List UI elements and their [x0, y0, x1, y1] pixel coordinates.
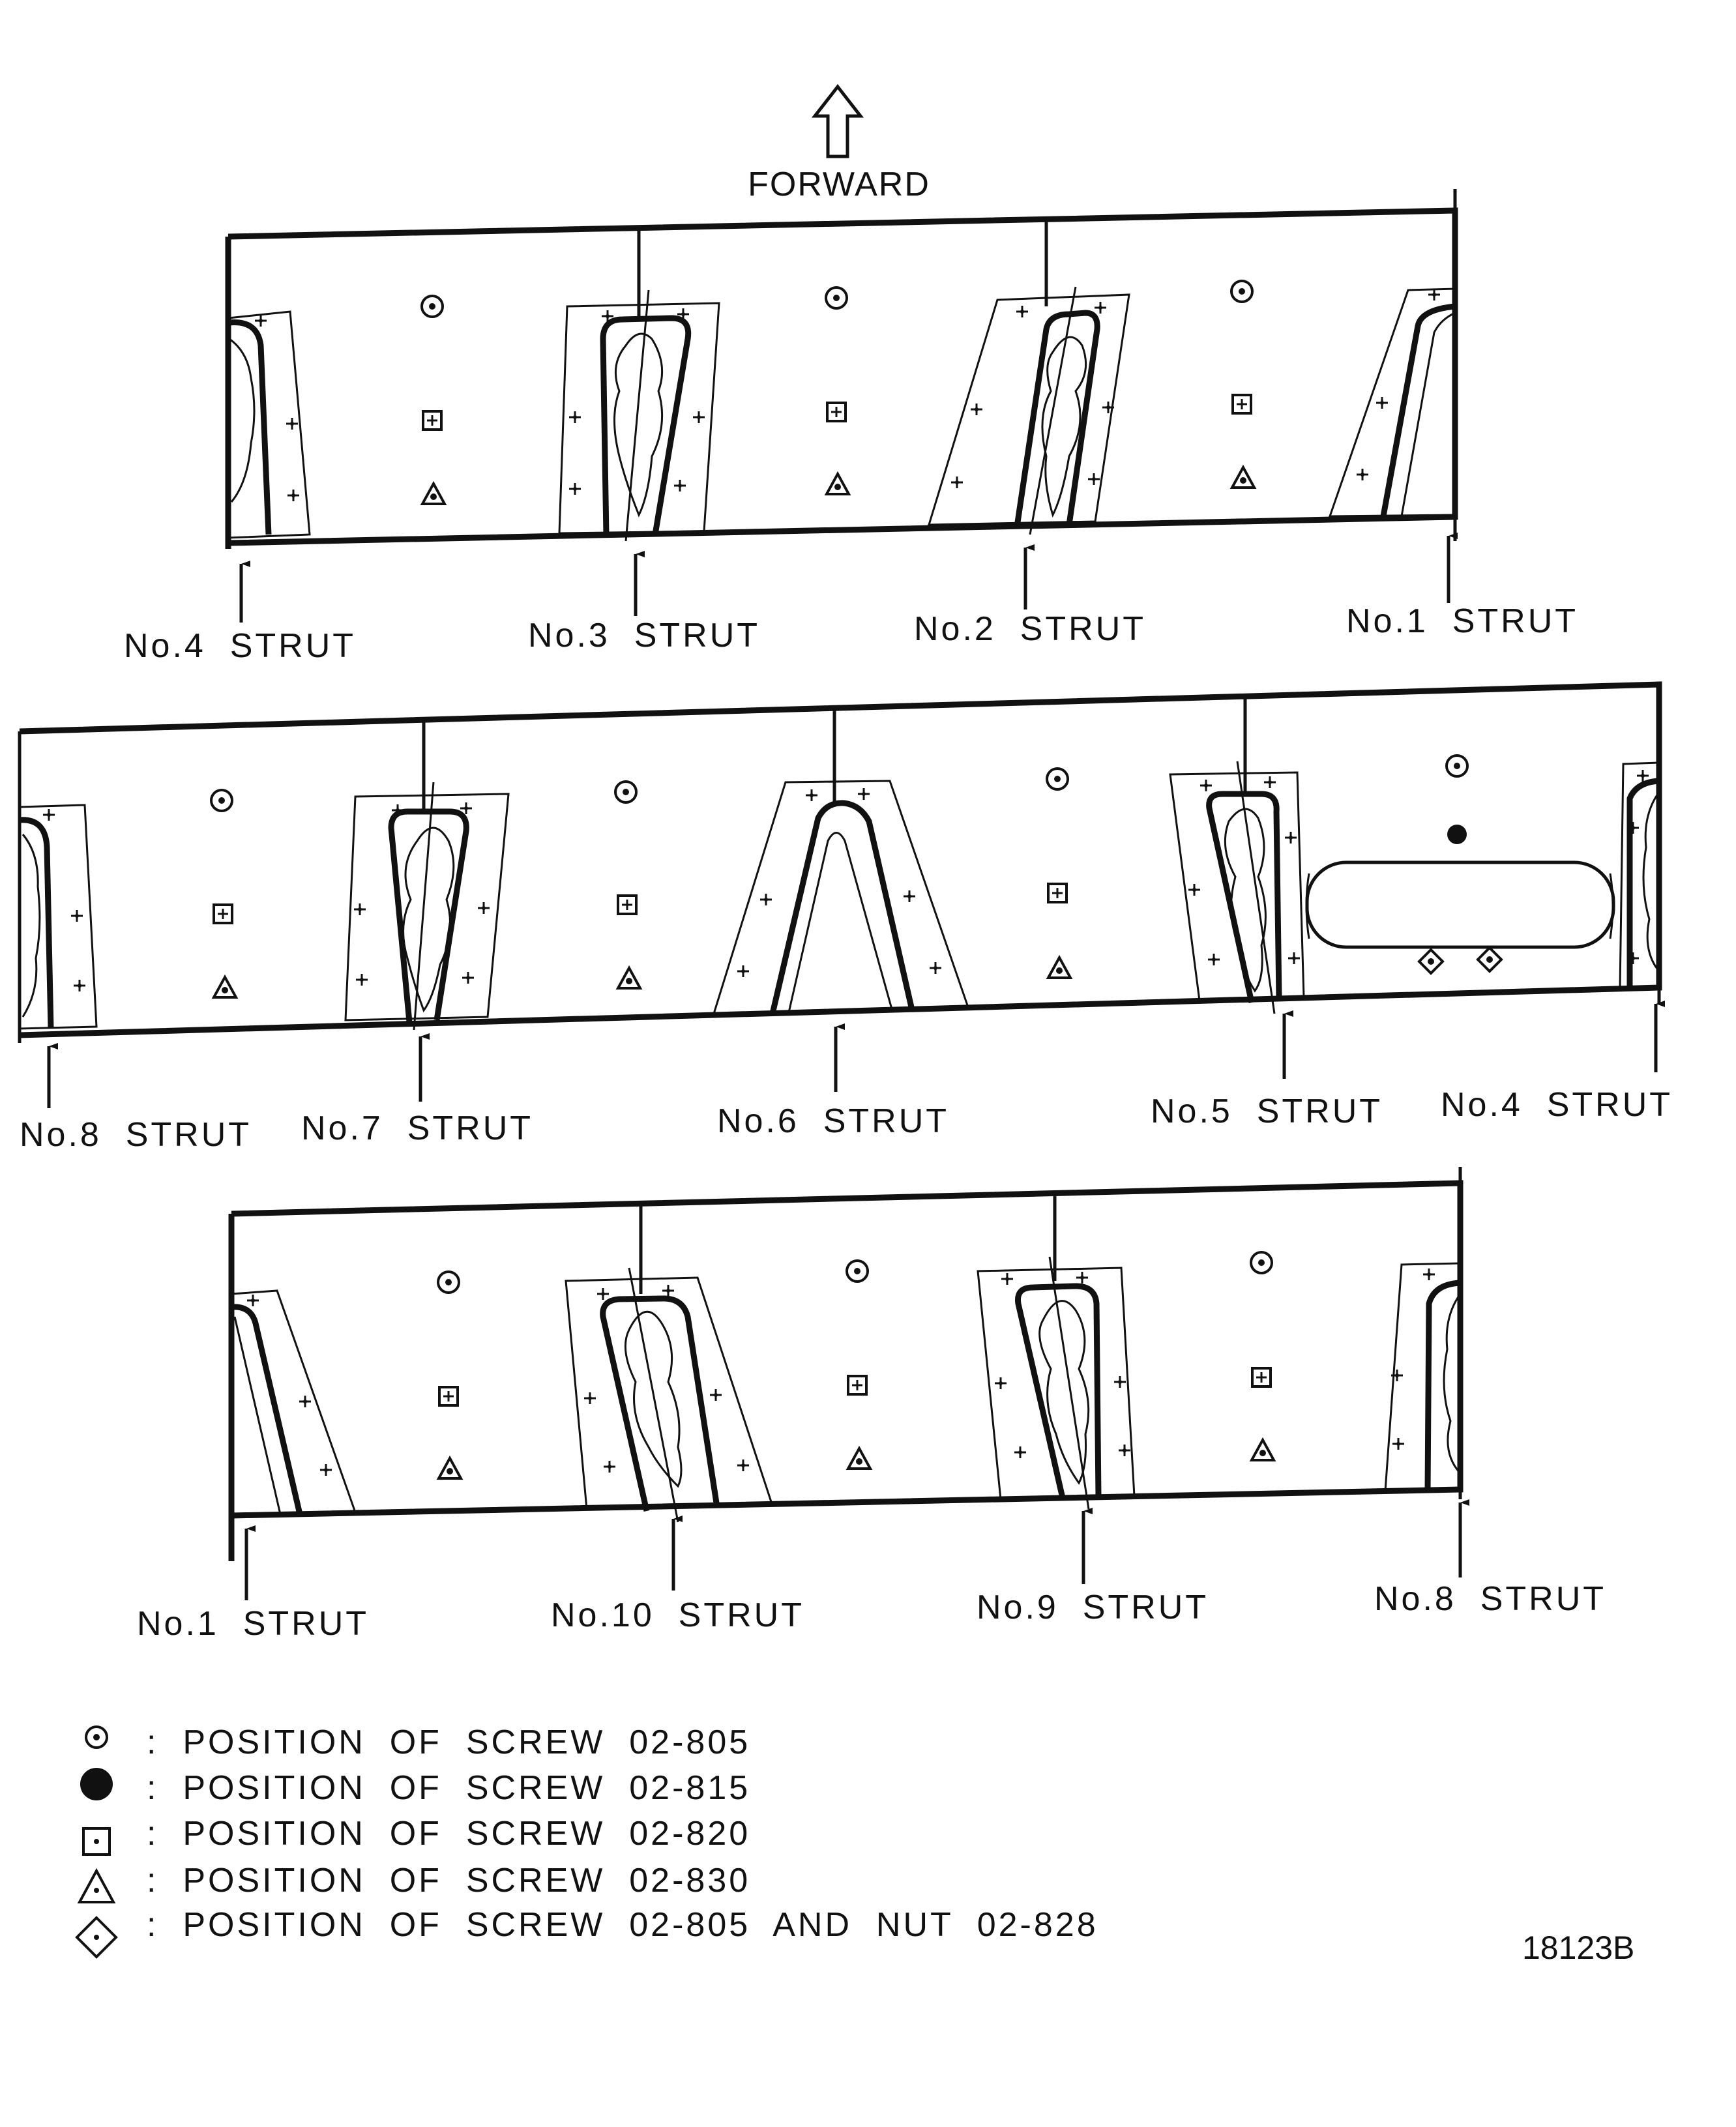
strut-label: No.1 STRUT: [137, 1605, 369, 1643]
screw-02-820-marker: [617, 894, 638, 915]
screw-02-830-marker: [1250, 1439, 1275, 1461]
screw-02-820-marker: [213, 903, 233, 924]
screw-02-830-marker: [617, 967, 641, 990]
strut-label: No.2 STRUT: [914, 610, 1146, 648]
panel-3: No.1 STRUT No.10 STRUT No.9 STRUT No.8 S…: [137, 1167, 1606, 1643]
screw-02-830-marker: [437, 1457, 462, 1480]
diamond-dot-icon: [75, 1916, 118, 1959]
panel-2: No.8 STRUT No.7 STRUT No.6 STRUT No.5 ST…: [18, 681, 1673, 1154]
screw-02-820-marker: [438, 1386, 459, 1407]
legend-item: : POSITION OF SCREW 02-815: [80, 1768, 750, 1807]
square-dot-icon: [82, 1827, 111, 1856]
screw-02-820-marker: [847, 1375, 868, 1396]
strut-label: No.6 STRUT: [717, 1102, 949, 1140]
strut-label: No.8 STRUT: [20, 1116, 252, 1154]
strut-10-fitting: [565, 1267, 774, 1523]
screw-02-805-marker: [1230, 280, 1254, 303]
screw-02-805-marker: [1046, 767, 1069, 791]
strut-8-fitting: [1384, 1262, 1462, 1492]
screw-02-805-marker: [1250, 1251, 1273, 1274]
panel-1: No.4 STRUT No.3 STRUT No.2 STRUT No.1 ST…: [124, 189, 1578, 665]
screw-02-830-marker: [847, 1447, 872, 1470]
strut-label: No.9 STRUT: [977, 1589, 1209, 1626]
access-panel-cutout: [1305, 860, 1615, 949]
screw-02-805-marker: [846, 1259, 869, 1283]
strut-5-fitting: [1169, 761, 1305, 1014]
forward-label: FORWARD: [748, 166, 930, 203]
strut-9-fitting: [977, 1256, 1136, 1510]
strut-label: No.10 STRUT: [551, 1596, 804, 1634]
screw-02-805-marker: [825, 286, 848, 310]
screw-02-805-nut-02-828-marker: [1418, 948, 1444, 975]
strut-label: No.5 STRUT: [1151, 1093, 1383, 1130]
screw-02-820-marker: [1231, 394, 1252, 415]
screw-02-830-marker: [1231, 466, 1256, 489]
strut-1-fitting: [1328, 287, 1456, 518]
filled-circle-icon: [80, 1768, 113, 1800]
strut-3-fitting: [558, 289, 720, 542]
legend-label: : POSITION OF SCREW 02-805: [147, 1724, 750, 1761]
screw-02-820-marker: [1251, 1367, 1272, 1388]
legend-item: : POSITION OF SCREW 02-805 AND NUT 02-82…: [75, 1906, 1098, 1959]
circle-dot-icon: [85, 1725, 108, 1749]
strut-8-fitting: [18, 804, 98, 1030]
screw-02-820-marker: [422, 410, 443, 431]
legend-label: : POSITION OF SCREW 02-820: [147, 1815, 750, 1853]
strut-label: No.8 STRUT: [1374, 1580, 1606, 1618]
screw-02-805-marker: [437, 1270, 460, 1294]
strut-label: No.4 STRUT: [124, 627, 356, 665]
legend-label: : POSITION OF SCREW 02-815: [147, 1769, 750, 1807]
screw-02-805-nut-02-828-marker: [1477, 946, 1503, 973]
screw-02-830-marker: [213, 976, 237, 999]
triangle-dot-icon: [77, 1868, 116, 1903]
drawing-number: 18123B: [1522, 1929, 1634, 1966]
strut-label: No.1 STRUT: [1346, 602, 1578, 640]
screw-02-805-marker: [1445, 754, 1469, 778]
strut-label: No.7 STRUT: [301, 1109, 533, 1147]
strut-4-fitting: [1619, 761, 1660, 990]
legend-item: : POSITION OF SCREW 02-830: [77, 1862, 750, 1903]
legend-label: : POSITION OF SCREW 02-805 AND NUT 02-82…: [147, 1906, 1098, 1944]
screw-02-805-marker: [420, 295, 444, 318]
screw-02-820-marker: [826, 402, 847, 422]
forward-arrow: [811, 83, 864, 158]
legend-label: : POSITION OF SCREW 02-830: [147, 1862, 750, 1900]
strut-7-fitting: [344, 782, 510, 1031]
screw-02-820-marker: [1047, 883, 1068, 903]
strut-6-fitting: [712, 780, 970, 1015]
screw-02-830-marker: [1047, 956, 1072, 979]
screw-02-830-marker: [825, 473, 850, 495]
legend: : POSITION OF SCREW 02-805 : POSITION OF…: [75, 1724, 1098, 1959]
strut-2-fitting: [927, 286, 1130, 535]
screw-02-805-marker: [614, 780, 638, 804]
screw-02-830-marker: [421, 482, 446, 505]
legend-item: : POSITION OF SCREW 02-820: [82, 1815, 750, 1856]
strut-label: No.4 STRUT: [1441, 1086, 1673, 1124]
strut-label: No.3 STRUT: [528, 617, 760, 654]
strut-1-fitting: [230, 1289, 357, 1517]
legend-item: : POSITION OF SCREW 02-805: [85, 1724, 750, 1761]
screw-02-805-marker: [210, 789, 233, 812]
strut-4-fitting: [227, 310, 311, 539]
screw-02-815-marker: [1447, 825, 1467, 844]
